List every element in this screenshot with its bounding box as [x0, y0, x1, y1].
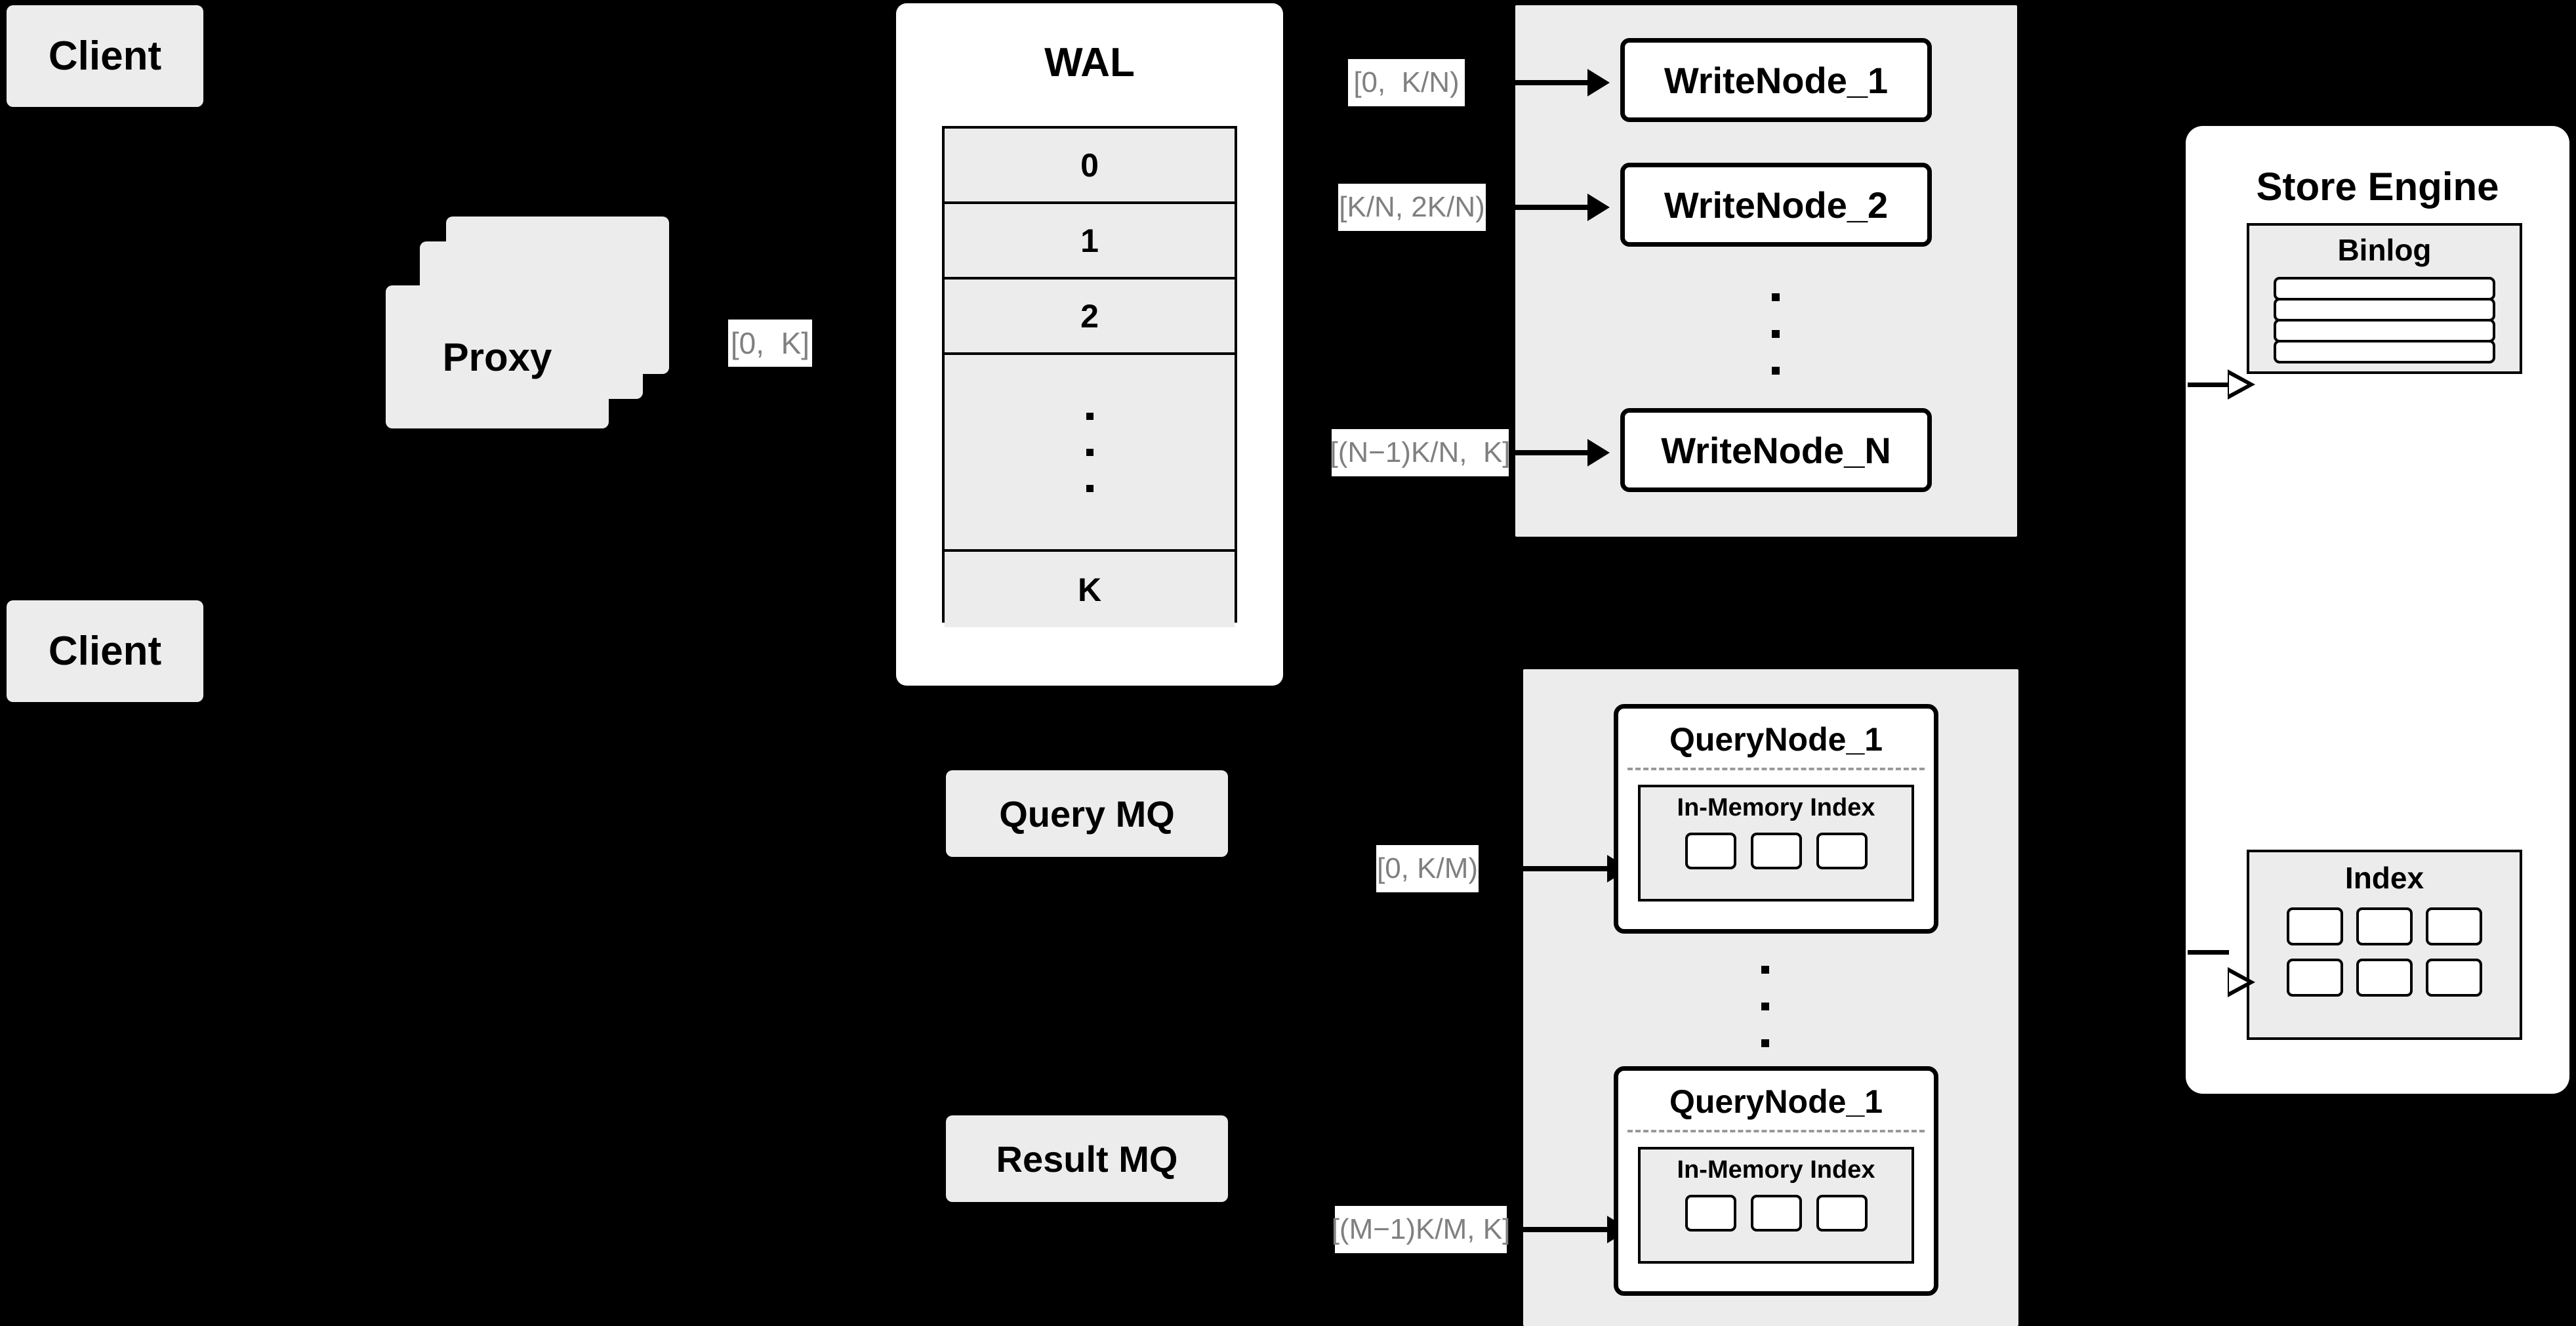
index-box: Index [2247, 850, 2522, 1040]
arrow-line-writenode-1 [1469, 80, 1587, 85]
write-node-n[interactable]: WriteNode_N [1620, 408, 1932, 492]
binlog-bar [2274, 277, 2495, 300]
client-label-1: Client [48, 33, 162, 79]
index-cell [2287, 959, 2343, 997]
client-label-2: Client [48, 629, 162, 674]
arrow-line-writenode-n [1510, 450, 1587, 455]
result-mq-box[interactable]: Result MQ [946, 1115, 1228, 1202]
proxy-label: Proxy [442, 335, 552, 379]
index-cell [2287, 907, 2343, 945]
client-box-2[interactable]: Client [7, 600, 203, 702]
query-node-m-separator [1627, 1130, 1925, 1132]
wal-ellipsis-dots [1086, 398, 1094, 507]
range-label-proxy-to-wal: [0, K] [728, 320, 812, 367]
range-label-writenode-1: [0, K/N) [1348, 59, 1465, 106]
arrow-head-to-index [2228, 967, 2255, 997]
wal-row-ellipsis [945, 355, 1235, 552]
query-node-1-inmemory-index: In-Memory Index [1637, 785, 1915, 901]
query-mq-label: Query MQ [999, 793, 1175, 835]
query-node-m-inmemory-index: In-Memory Index [1637, 1147, 1915, 1264]
query-node-1[interactable]: QueryNode_1 In-Memory Index [1614, 704, 1938, 934]
proxy-box[interactable]: Proxy [386, 285, 609, 428]
index-cell [2356, 907, 2413, 945]
write-node-n-label: WriteNode_N [1661, 429, 1891, 471]
query-node-m-title: QueryNode_1 [1669, 1083, 1883, 1120]
wal-panel: WAL 0 1 2 K [896, 3, 1283, 686]
arrow-head-to-binlog [2228, 369, 2255, 400]
arrow-line-querynode-m [1509, 1227, 1607, 1232]
range-label-querynode-m: [(M−1)K/M, K] [1332, 1206, 1510, 1253]
index-slot [1750, 1195, 1802, 1232]
query-node-1-title: QueryNode_1 [1669, 721, 1883, 758]
write-node-1-label: WriteNode_1 [1664, 59, 1889, 101]
query-mq-box[interactable]: Query MQ [946, 770, 1228, 857]
range-label-writenode-2: [K/N, 2K/N) [1338, 184, 1486, 231]
arrow-line-querynode-1 [1481, 866, 1607, 871]
wal-row-1: 1 [945, 204, 1235, 280]
binlog-bar [2274, 319, 2495, 342]
binlog-bar [2274, 298, 2495, 321]
wal-row-0: 0 [945, 129, 1235, 204]
binlog-bar [2274, 340, 2495, 363]
range-label-writenode-n: [(N−1)K/N, K] [1330, 429, 1511, 476]
write-node-2[interactable]: WriteNode_2 [1620, 163, 1932, 247]
wal-table: 0 1 2 K [942, 126, 1237, 627]
arrow-head-writenode-2 [1587, 194, 1610, 221]
binlog-box: Binlog [2247, 223, 2522, 374]
index-cell [2426, 907, 2482, 945]
index-slot [1685, 833, 1736, 869]
query-cluster-ellipsis [1761, 951, 1770, 1062]
wal-row-k: K [945, 552, 1235, 627]
store-engine-panel: Store Engine Binlog Index [2186, 126, 2569, 1094]
client-box-1[interactable]: Client [7, 5, 203, 107]
write-node-1[interactable]: WriteNode_1 [1620, 38, 1932, 122]
range-label-querynode-1: [0, K/M) [1376, 845, 1479, 892]
wal-row-2: 2 [945, 280, 1235, 355]
query-node-1-separator [1627, 768, 1925, 770]
arrow-line-to-index [2188, 950, 2229, 955]
query-node-1-inmemory-index-title: In-Memory Index [1677, 794, 1875, 821]
arrow-line-to-binlog [2188, 383, 2229, 387]
result-mq-label: Result MQ [996, 1138, 1178, 1180]
arrow-head-writenode-1 [1587, 69, 1610, 96]
write-cluster-ellipsis [1771, 279, 1780, 389]
arrow-line-writenode-2 [1490, 205, 1587, 210]
index-slot [1685, 1195, 1736, 1232]
query-node-m-inmemory-index-title: In-Memory Index [1677, 1156, 1875, 1184]
index-slot [1816, 833, 1868, 869]
index-cell [2356, 959, 2413, 997]
wal-title: WAL [1044, 40, 1135, 85]
write-node-2-label: WriteNode_2 [1664, 184, 1889, 226]
index-cell [2426, 959, 2482, 997]
binlog-title: Binlog [2337, 233, 2432, 267]
arrow-head-writenode-n [1587, 439, 1610, 466]
index-title: Index [2344, 861, 2424, 895]
query-node-m[interactable]: QueryNode_1 In-Memory Index [1614, 1066, 1938, 1296]
store-engine-title: Store Engine [2256, 165, 2499, 209]
index-slot [1816, 1195, 1868, 1232]
index-slot [1750, 833, 1802, 869]
